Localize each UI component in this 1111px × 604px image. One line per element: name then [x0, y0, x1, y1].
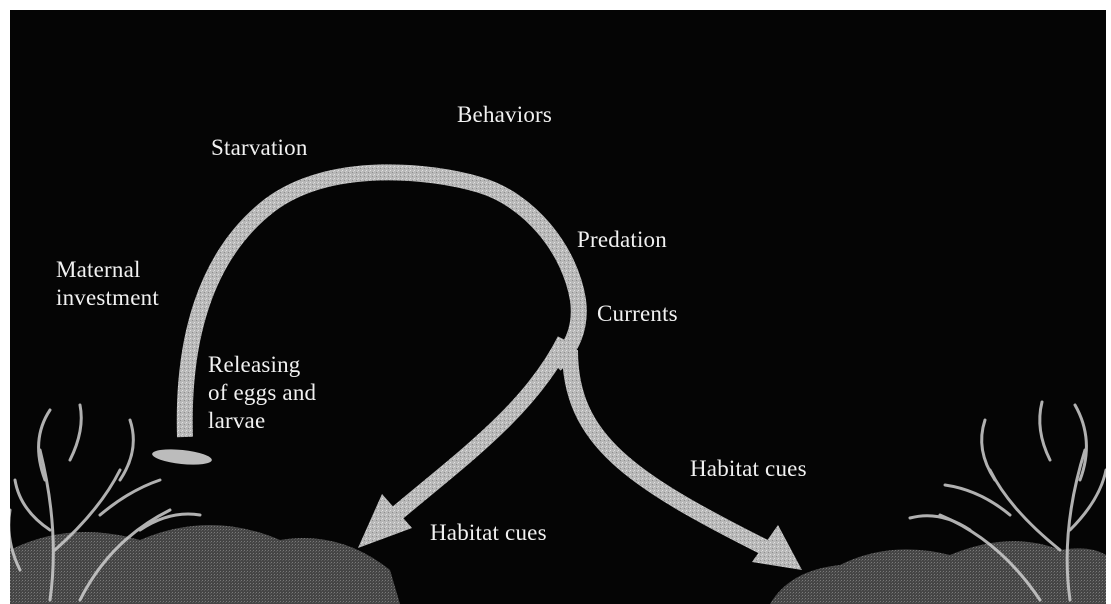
label-habitat-cues-left: Habitat cues — [430, 519, 547, 547]
rock-right-icon — [770, 541, 1106, 604]
diagram-background: Behaviors Starvation Predation Maternal … — [10, 10, 1106, 604]
diagram-art — [10, 10, 1106, 604]
larva-icon — [151, 447, 212, 467]
label-behaviors: Behaviors — [457, 101, 552, 129]
label-currents: Currents — [597, 300, 678, 328]
label-habitat-cues-right: Habitat cues — [690, 455, 807, 483]
label-predation: Predation — [577, 226, 667, 254]
label-starvation: Starvation — [211, 134, 308, 162]
label-releasing-eggs-larvae: Releasing of eggs and larvae — [208, 351, 316, 435]
label-maternal-investment: Maternal investment — [56, 256, 159, 312]
